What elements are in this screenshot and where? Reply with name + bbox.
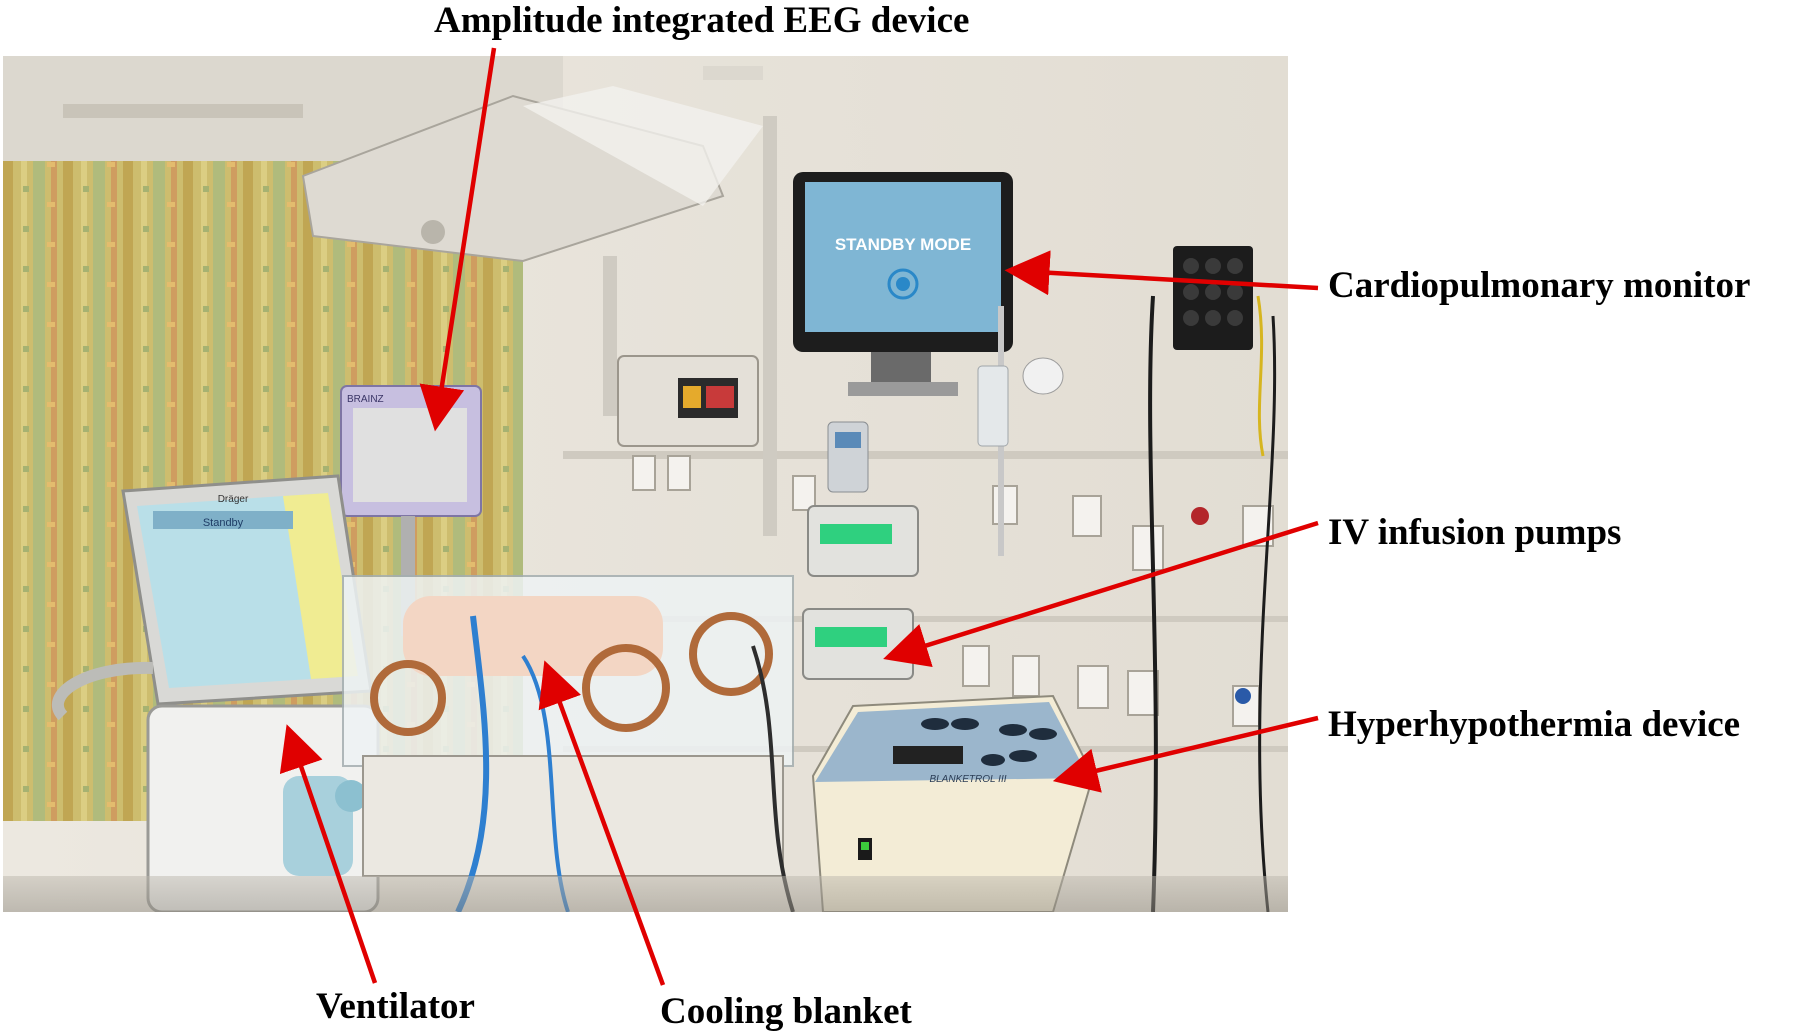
label-ventilator: Ventilator	[316, 986, 475, 1027]
hyperhypothermia-device-drawing: BLANKETROL III	[811, 694, 1095, 912]
brainz-logo: BRAINZ	[347, 394, 384, 405]
label-iv-infusion-pumps: IV infusion pumps	[1328, 512, 1622, 553]
blanketrol-logo: BLANKETROL III	[929, 774, 1006, 785]
ventilator-standby-text: Standby	[203, 517, 244, 529]
standby-mode-text: STANDBY MODE	[835, 235, 971, 254]
ventilator-screen-drawing: Standby Dräger	[121, 474, 373, 706]
cardio-monitor-drawing: STANDBY MODE	[793, 172, 1013, 396]
drager-logo: Dräger	[218, 494, 249, 505]
incubator-drawing	[342, 575, 795, 912]
label-cooling-blanket: Cooling blanket	[660, 991, 912, 1032]
label-cardiopulmonary-monitor: Cardiopulmonary monitor	[1328, 265, 1751, 306]
nicu-scene: STANDBY MODE BRAINZ	[3, 56, 1288, 912]
label-aeeg-device: Amplitude integrated EEG device	[434, 0, 970, 41]
label-hyperhypothermia-device: Hyperhypothermia device	[1328, 704, 1741, 745]
nicu-photo: STANDBY MODE BRAINZ	[3, 56, 1288, 912]
